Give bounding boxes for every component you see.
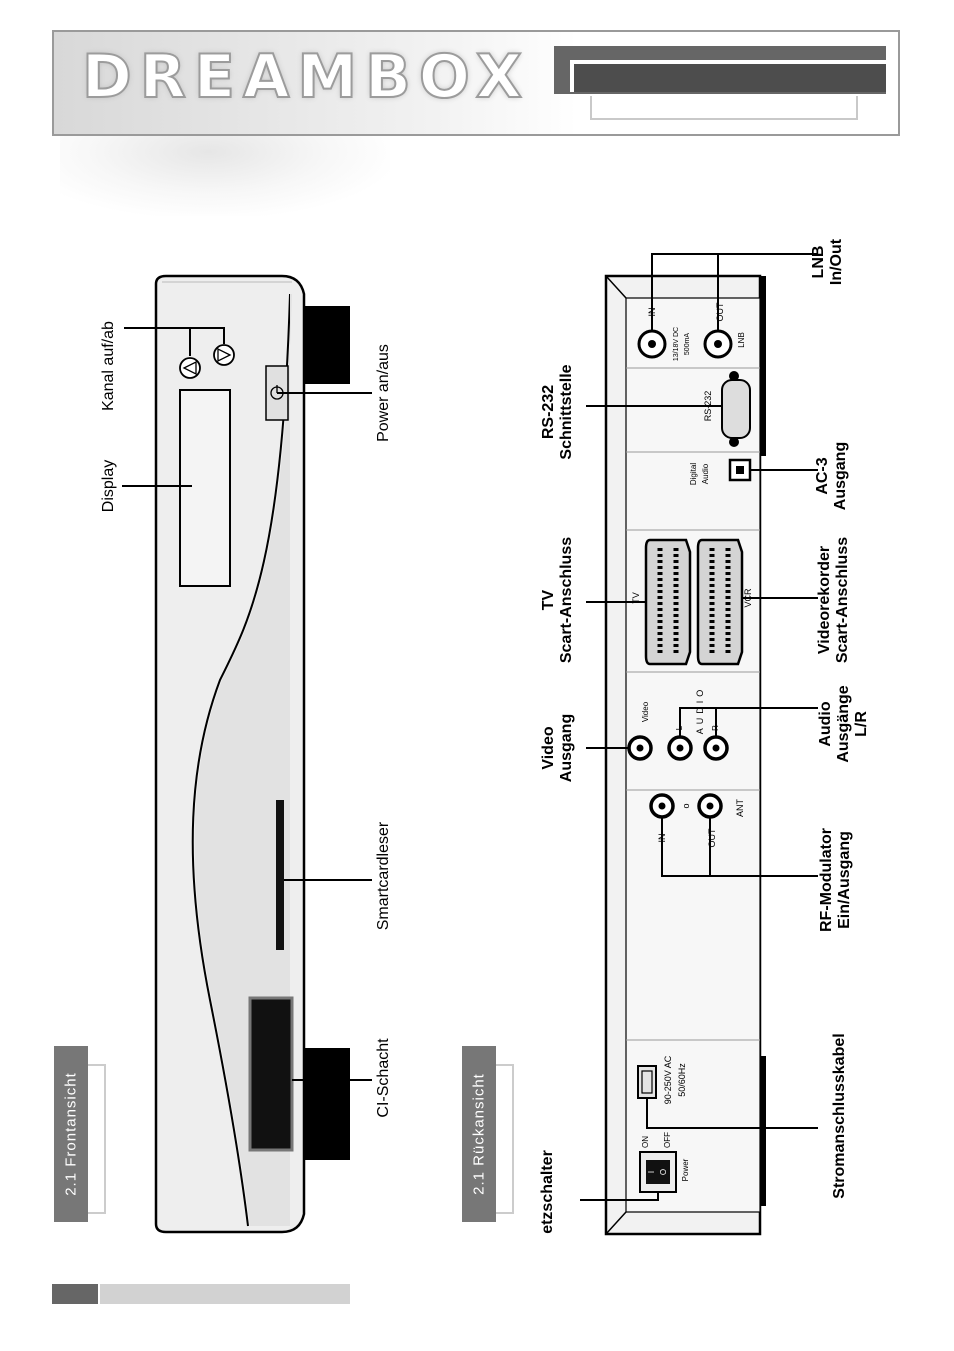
panel-audio-l: L bbox=[675, 725, 684, 731]
label-mains-switch: etzschalter bbox=[539, 1150, 556, 1234]
panel-switch-off: OFF bbox=[663, 1132, 672, 1148]
panel-lnb-name: LNB bbox=[737, 332, 746, 348]
dreambox-logo: DREAMBOX bbox=[81, 41, 530, 113]
label-power-cable: Stromanschlusskabel bbox=[831, 1033, 848, 1199]
panel-rf-out: OUT bbox=[707, 828, 717, 848]
front-section-tab: 2.1 Frontansicht bbox=[54, 1046, 88, 1222]
front-curve bbox=[191, 293, 291, 1227]
front-foot-bottom bbox=[298, 1048, 350, 1160]
rs232-port[interactable] bbox=[721, 379, 751, 439]
channel-down-icon bbox=[217, 347, 232, 363]
panel-rs232: RS-232 bbox=[703, 390, 713, 422]
panel-audio: Audio bbox=[701, 463, 710, 485]
panel-lnb-out: OUT bbox=[715, 302, 725, 322]
front-view bbox=[122, 274, 372, 1234]
panel-power: Power bbox=[681, 1158, 690, 1182]
header-banner: DREAMBOX bbox=[52, 30, 900, 136]
ci-slot[interactable] bbox=[248, 996, 294, 1152]
footer-bar bbox=[100, 1284, 350, 1304]
rear-view bbox=[580, 253, 818, 1236]
footer-page-block bbox=[52, 1284, 98, 1304]
panel-lnb-in: IN bbox=[647, 307, 657, 317]
front-curve-shade bbox=[194, 294, 292, 1226]
panel-video: Video bbox=[641, 701, 650, 723]
panel-audio-r: R bbox=[711, 725, 720, 731]
panel-switch-o: O bbox=[659, 1168, 668, 1176]
front-foot-top bbox=[298, 306, 350, 384]
decorative-smoke bbox=[60, 136, 390, 216]
tv-scart-port[interactable] bbox=[644, 538, 692, 666]
panel-frequency: 50/60Hz bbox=[677, 1063, 687, 1097]
panel-lnb-spec2: 500mA bbox=[684, 332, 691, 356]
panel-audio-vertical: AUDIO bbox=[695, 685, 705, 735]
panel-ant: ANT bbox=[735, 799, 745, 817]
label-ci-slot: CI-Schacht bbox=[375, 1038, 392, 1118]
panel-rf-channel: o bbox=[681, 803, 691, 809]
label-smartcard: Smartcardleser bbox=[375, 821, 392, 931]
header-subframe bbox=[590, 96, 858, 120]
panel-vcr: VCR bbox=[743, 588, 753, 608]
channel-up-icon bbox=[182, 360, 197, 376]
vcr-scart-port[interactable] bbox=[696, 538, 744, 666]
rear-section-tab: 2.1 Rückansicht bbox=[462, 1046, 496, 1222]
header-bar-inner bbox=[570, 60, 886, 92]
smartcard-slot[interactable] bbox=[276, 800, 284, 950]
panel-rf-in: IN bbox=[657, 833, 667, 843]
front-display bbox=[179, 389, 231, 587]
label-display: Display bbox=[100, 459, 117, 513]
label-channel: Kanal auf/ab bbox=[100, 321, 117, 411]
panel-switch-on: ON bbox=[641, 1136, 650, 1148]
label-power-button: Power an/aus bbox=[375, 344, 392, 442]
panel-tv: TV bbox=[631, 592, 641, 604]
